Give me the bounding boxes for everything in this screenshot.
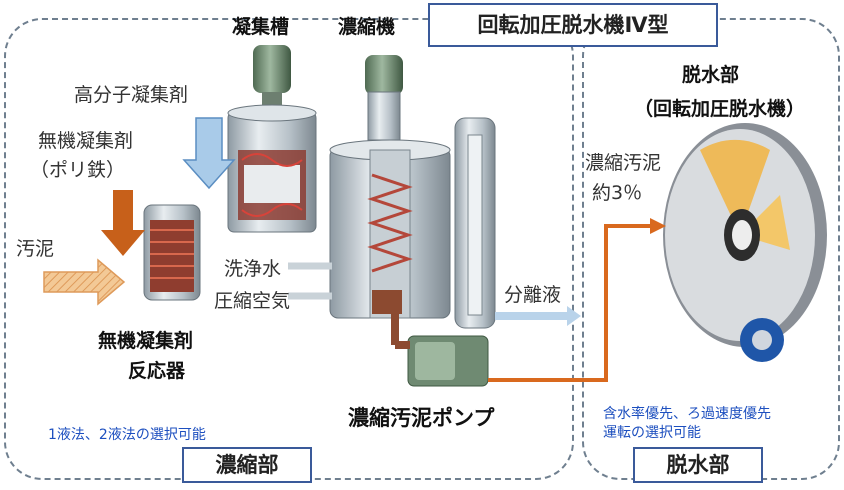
pump: [391, 305, 489, 387]
dewatering-heading-sub: （回転加圧脱水機）: [634, 98, 806, 120]
sludge-inflow-arrow: [43, 258, 126, 306]
machine-title: 回転加圧脱水機Ⅳ型: [428, 3, 718, 47]
thickener-label: 濃縮機: [338, 16, 396, 38]
polymer-coagulant-label: 高分子凝集剤: [74, 84, 189, 106]
wash-water-label: 洗浄水: [224, 258, 282, 280]
inorganic-feed-arrow: [101, 190, 145, 256]
thickened-sludge-label: 濃縮汚泥: [585, 152, 662, 174]
dewatering-note-sub: 運転の選択可能: [603, 425, 701, 441]
reactor: [143, 204, 201, 301]
thickened-sludge-percent: 約3％: [592, 182, 643, 204]
separated-liquid-arrow: [495, 306, 581, 326]
polymer-feed-arrow: [182, 117, 236, 190]
dewatering-section-label: 脱水部: [633, 447, 763, 483]
thickening-note: 1液法、2液法の選択可能: [48, 427, 206, 443]
dewatering-note: 含水率優先、ろ過速度優先: [603, 406, 771, 422]
thickener: [329, 55, 451, 319]
coagulation-tank-label: 凝集槽: [232, 16, 290, 38]
reactor-label: 無機凝集剤: [98, 330, 194, 352]
compressed-air-label: 圧縮空気: [214, 290, 291, 312]
reactor-sub-label: 反応器: [128, 360, 186, 382]
thickened-sludge-flow: [488, 224, 650, 382]
pump-label: 濃縮汚泥ポンプ: [348, 406, 495, 430]
inorganic-coagulant-sub-label: （ポリ鉄）: [30, 159, 126, 181]
rotary-press: [663, 123, 827, 362]
thickening-section-label: 濃縮部: [182, 447, 312, 483]
dewatering-heading: 脱水部: [682, 64, 740, 86]
coagulation-tank: [227, 45, 317, 233]
inorganic-coagulant-label: 無機凝集剤: [38, 130, 134, 152]
separator-column: [454, 117, 496, 329]
sludge-label: 汚泥: [16, 238, 55, 260]
separated-liquid-label: 分離液: [504, 284, 562, 306]
